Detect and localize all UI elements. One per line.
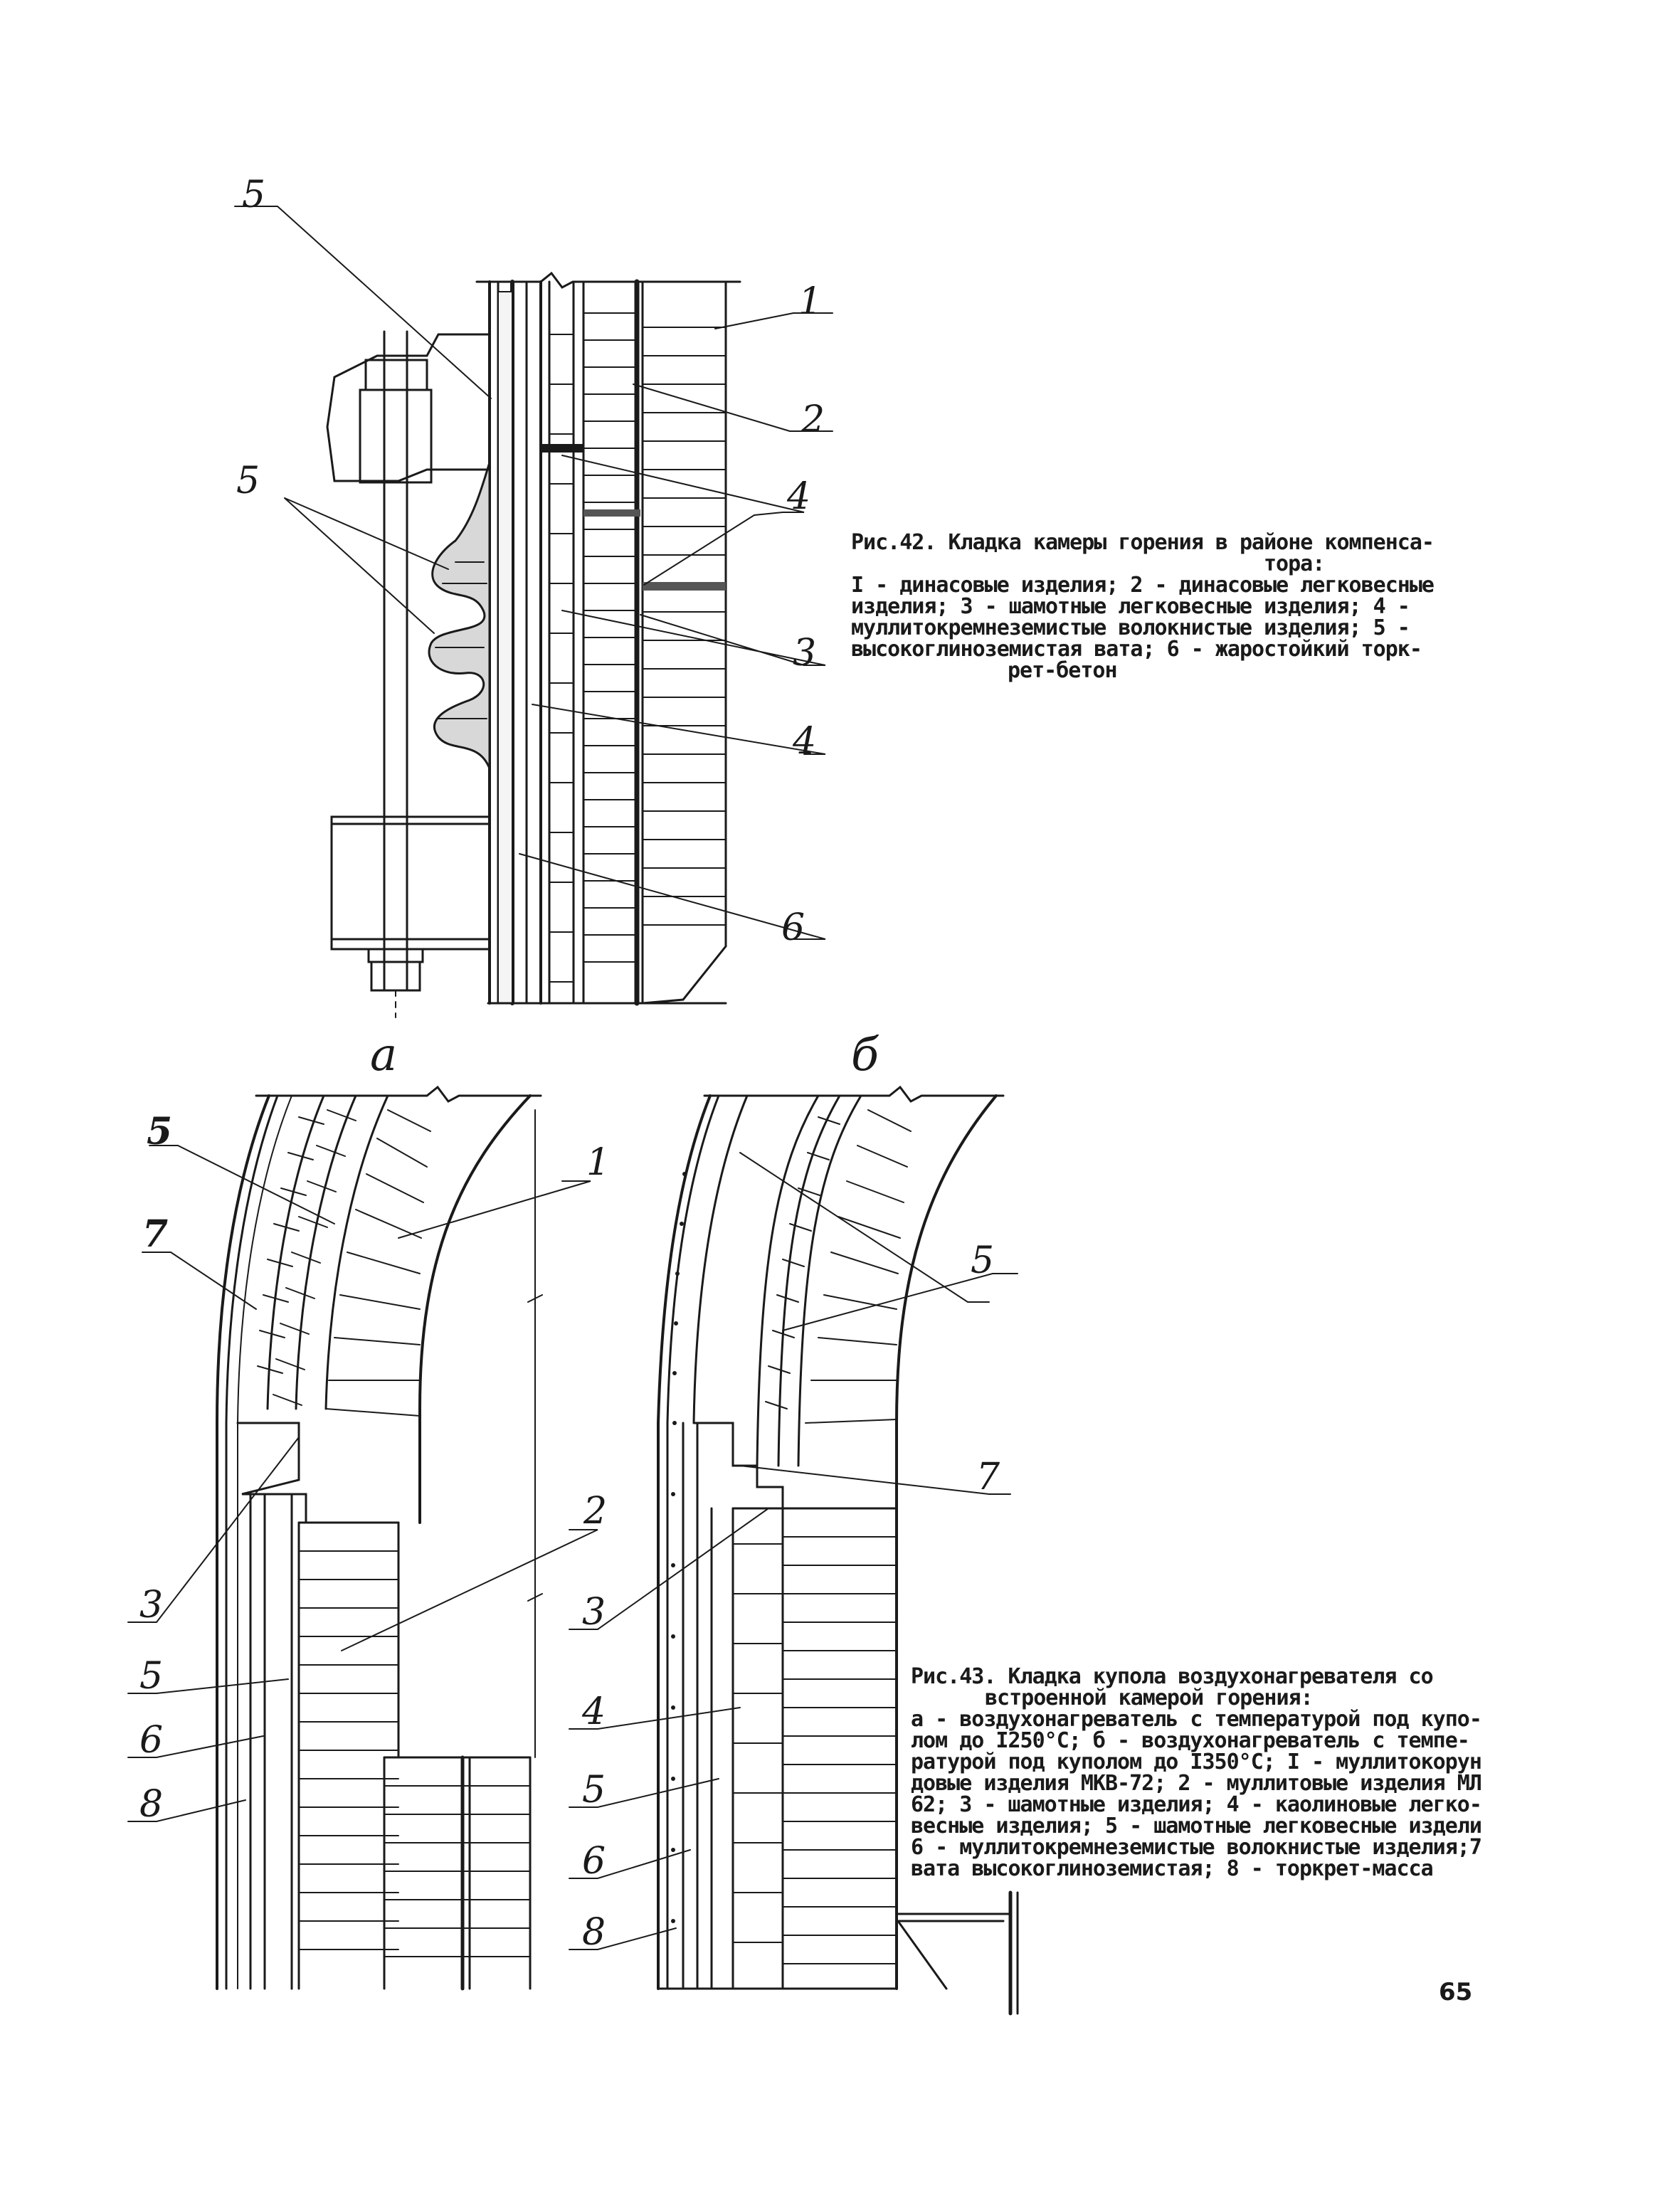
- subfigure-a-label: а: [370, 1029, 398, 1081]
- figure-43-caption-line: довые изделия МКВ-72; 2 - муллитовые изд…: [911, 1771, 1482, 1796]
- figure-43b-drawing: [569, 1085, 1019, 2016]
- figure-42-caption-line: высокоглиноземистая вата; 6 - жаростойки…: [851, 637, 1422, 662]
- figure-43-caption-line: 6 - муллитокремнеземистые волокнистые из…: [911, 1835, 1482, 1860]
- callout-1: 1: [798, 280, 823, 323]
- callout-a-6: 6: [139, 1719, 164, 1762]
- callout-2: 2: [801, 398, 825, 441]
- callout-a-8: 8: [139, 1783, 164, 1826]
- callout-b-8: 8: [582, 1911, 606, 1954]
- callout-b-3: 3: [582, 1591, 606, 1634]
- callout-a-2: 2: [583, 1490, 608, 1533]
- figure-43-caption-line: вата высокоглиноземистая; 8 - торкрет-ма…: [911, 1856, 1434, 1881]
- figure-42-caption-line: муллитокремнеземистые волокнистые издели…: [851, 615, 1410, 640]
- figure-43-caption-title-2: встроенной камерой горения:: [985, 1686, 1314, 1710]
- page-number: 65: [1439, 1978, 1473, 2006]
- callout-6: 6: [781, 906, 805, 949]
- callout-a-5-low: 5: [139, 1655, 164, 1698]
- figure-43-caption-line: 62; 3 - шамотные изделия; 4 - каолиновые…: [911, 1792, 1482, 1817]
- callout-a-7: 7: [142, 1212, 169, 1256]
- figure-43-caption-line: весные изделия; 5 - шамотные легковесные…: [911, 1814, 1482, 1839]
- figure-43-caption-title-1: Рис.43. Кладка купола воздухонагревателя…: [911, 1664, 1434, 1689]
- figure-42-drawing: [234, 206, 833, 1018]
- figure-42-caption-line: изделия; 3 - шамотные легковесные издели…: [851, 594, 1410, 619]
- callout-b-4: 4: [582, 1691, 606, 1733]
- callout-4-low: 4: [793, 720, 817, 763]
- callout-b-6: 6: [582, 1840, 606, 1883]
- subfigure-b-label: б: [851, 1029, 879, 1081]
- figure-43-caption: Рис.43. Кладка купола воздухонагревателя…: [911, 1664, 1482, 1881]
- callout-5-top: 5: [242, 174, 266, 216]
- callout-a-3: 3: [139, 1584, 164, 1626]
- callout-b-5-low: 5: [582, 1769, 606, 1811]
- figure-43-caption-line: ратурой под куполом до I350°С; I - мулли…: [911, 1750, 1482, 1774]
- figure-42-caption-title-1: Рис.42. Кладка камеры горения в районе к…: [851, 530, 1435, 555]
- figure-42-caption-title-2: тора:: [1264, 551, 1325, 576]
- figure-42-caption-line: I - динасовые изделия; 2 - динасовые лег…: [851, 573, 1435, 598]
- callout-a-1: 1: [586, 1141, 611, 1184]
- figure-43a-drawing: [127, 1085, 598, 1991]
- callout-5-left: 5: [236, 460, 260, 502]
- figure-42-caption-line: рет-бетон: [1008, 658, 1118, 683]
- figure-43-caption-line: лом до I250°С; б - воздухонагреватель с …: [911, 1728, 1470, 1753]
- figure-43-caption-line: а - воздухонагреватель с температурой по…: [911, 1707, 1482, 1732]
- callout-a-5-top: 5: [147, 1110, 173, 1153]
- callout-3: 3: [793, 632, 817, 674]
- callout-b-5: 5: [971, 1239, 995, 1282]
- figure-42-caption: Рис.42. Кладка камеры горения в районе к…: [851, 530, 1435, 683]
- callout-4-top: 4: [787, 475, 811, 518]
- callout-b-7: 7: [976, 1456, 1000, 1498]
